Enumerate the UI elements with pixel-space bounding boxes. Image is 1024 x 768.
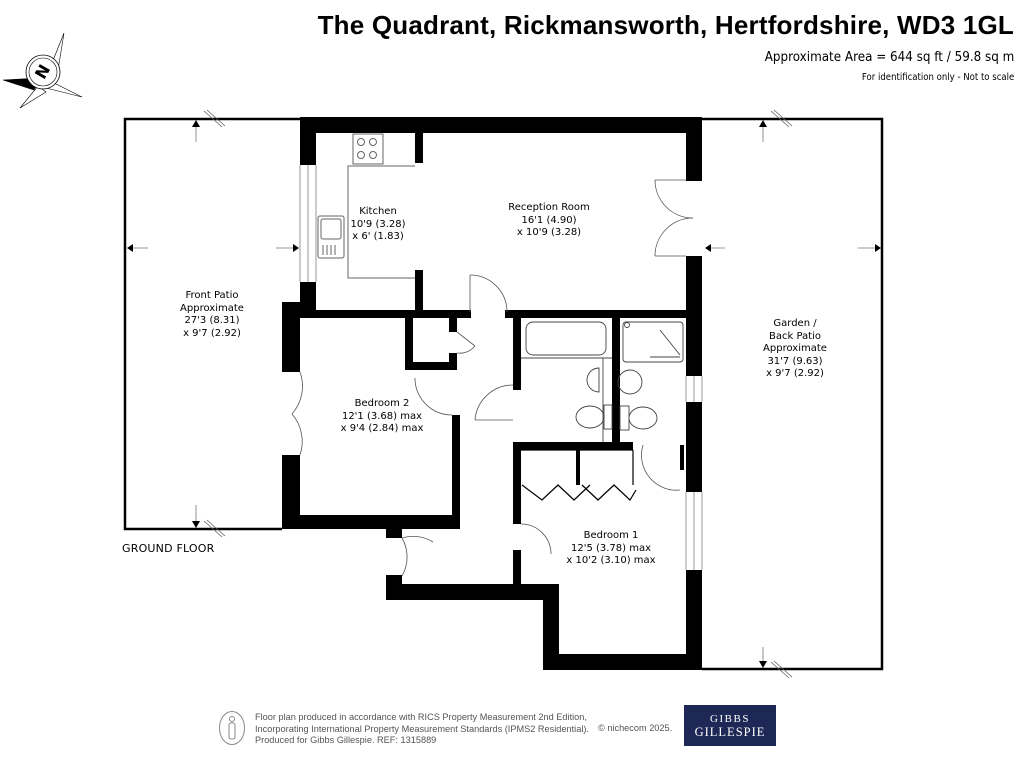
- room-dimension: x 10'2 (3.10) max: [566, 555, 656, 566]
- room-dimension: 12'5 (3.78) max: [570, 542, 652, 554]
- room-name: Back Patio: [769, 330, 821, 342]
- room-dimension: 10'9 (3.28): [350, 218, 406, 230]
- room-label-bedroom-1: Bedroom 1 12'5 (3.78) max x 10'2 (3.10) …: [566, 530, 655, 568]
- room-dimension: x 10'9 (3.28): [516, 227, 582, 238]
- disclaimer: For identification only - Not to scale: [861, 72, 1014, 83]
- logo-line-1: GIBBS: [710, 712, 750, 725]
- room-name: Bedroom 1: [583, 530, 639, 541]
- break-marks: [203, 109, 793, 679]
- room-note: Approximate: [180, 302, 244, 314]
- footer-line: Incorporating International Property Mea…: [255, 723, 589, 734]
- wardrobe-doors: [521, 449, 637, 501]
- kitchen-counter: [317, 133, 415, 279]
- person-icon: [219, 711, 245, 745]
- floor-label: GROUND FLOOR: [122, 542, 215, 555]
- door-swings: [291, 179, 694, 577]
- room-label-reception-room: Reception Room 16'1 (4.90) x 10'9 (3.28): [508, 202, 589, 240]
- room-dimension: x 6' (1.83): [352, 231, 404, 242]
- footer-notes: Floor plan produced in accordance with R…: [255, 712, 589, 747]
- room-name: Bedroom 2: [354, 398, 410, 409]
- footer-line: Produced for Gibbs Gillespie. REF: 13158…: [255, 735, 437, 745]
- room-label-garden-back-patio: Garden / Back Patio Approximate 31'7 (9.…: [763, 318, 827, 381]
- approximate-area: Approximate Area = 644 sq ft / 59.8 sq m: [764, 50, 1014, 65]
- room-name: Reception Room: [508, 202, 590, 213]
- room-dimension: 16'1 (4.90): [521, 214, 577, 226]
- page-title: The Quadrant, Rickmansworth, Hertfordshi…: [317, 10, 1014, 40]
- dimension-arrows: [127, 120, 881, 668]
- room-dimension: x 9'7 (2.92): [766, 368, 824, 379]
- room-name: Front Patio: [185, 290, 239, 301]
- room-dimension: 27'3 (8.31): [184, 315, 240, 326]
- room-dimension: 12'1 (3.68) max: [341, 410, 423, 422]
- room-dimension: 31'7 (9.63): [767, 355, 823, 367]
- room-name: Garden /: [773, 318, 817, 329]
- room-dimension: x 9'7 (2.92): [183, 327, 241, 339]
- garden-outline: [702, 117, 884, 671]
- copyright: © nichecom 2025.: [598, 723, 673, 733]
- room-label-kitchen: Kitchen 10'9 (3.28) x 6' (1.83): [350, 206, 405, 244]
- room-label-front-patio: Front Patio Approximate 27'3 (8.31) x 9'…: [180, 290, 244, 340]
- north-compass-icon: N: [2, 32, 83, 109]
- walls: [282, 117, 702, 670]
- room-name: Kitchen: [359, 206, 397, 217]
- bathroom-fixtures: [521, 321, 684, 442]
- windows: [299, 165, 703, 570]
- footer-line: Floor plan produced in accordance with R…: [255, 712, 587, 722]
- logo-line-2: GILLESPIE: [694, 724, 766, 739]
- gibbs-gillespie-logo: GIBBS GILLESPIE: [684, 705, 776, 746]
- room-label-bedroom-2: Bedroom 2 12'1 (3.68) max x 9'4 (2.84) m…: [341, 398, 424, 436]
- room-note: Approximate: [763, 343, 827, 354]
- room-dimension: x 9'4 (2.84) max: [340, 423, 424, 434]
